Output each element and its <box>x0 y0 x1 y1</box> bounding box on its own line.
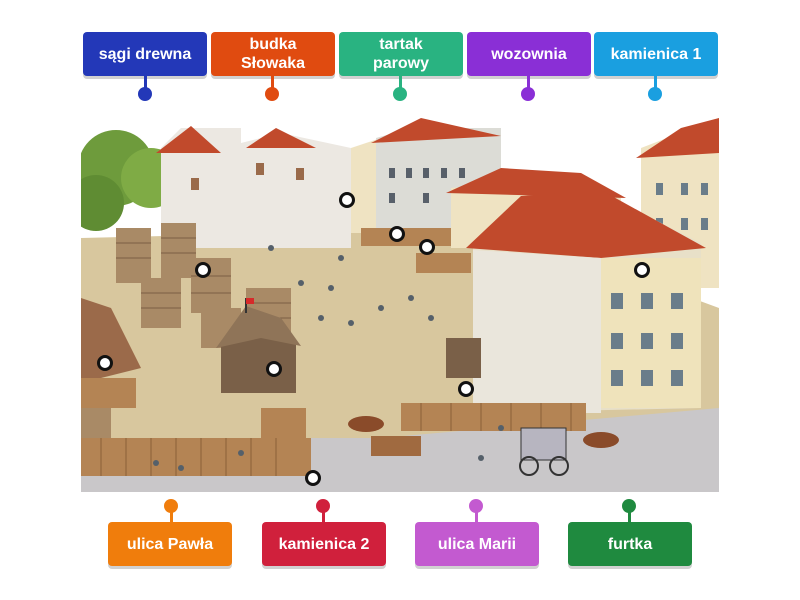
pin-line <box>170 508 173 524</box>
hotspot[interactable] <box>97 355 113 371</box>
hotspot[interactable] <box>195 262 211 278</box>
pin-dot[interactable] <box>393 87 407 101</box>
label-budka-slowaka[interactable]: budka Słowaka <box>211 32 335 76</box>
pin-dot[interactable] <box>265 87 279 101</box>
label-text: ulica Pawła <box>126 535 214 553</box>
label-text: furtka <box>607 535 653 553</box>
hotspot[interactable] <box>419 239 435 255</box>
label-wozownia[interactable]: wozownia <box>467 32 591 76</box>
pin-dot[interactable] <box>138 87 152 101</box>
pin-dot[interactable] <box>316 499 330 513</box>
pin-line <box>271 76 274 92</box>
pin-dot[interactable] <box>521 87 535 101</box>
label-kamienica-2[interactable]: kamienica 2 <box>262 522 386 566</box>
label-sagi-drewna[interactable]: sągi drewna <box>83 32 207 76</box>
pin-line <box>144 76 147 92</box>
pin-dot[interactable] <box>469 499 483 513</box>
hotspot[interactable] <box>458 381 474 397</box>
hotspot[interactable] <box>389 226 405 242</box>
label-text: sągi drewna <box>98 45 192 63</box>
label-text: ulica Marii <box>437 535 517 553</box>
label-text: kamienica 1 <box>610 45 702 63</box>
label-ulica-marii[interactable]: ulica Marii <box>415 522 539 566</box>
pin-line <box>399 76 402 92</box>
label-furtka[interactable]: furtka <box>568 522 692 566</box>
pin-dot[interactable] <box>648 87 662 101</box>
label-tartak-parowy[interactable]: tartak parowy <box>339 32 463 76</box>
hotspot[interactable] <box>305 470 321 486</box>
pin-line <box>654 76 657 92</box>
town-yard-drawing <box>81 118 719 492</box>
hotspot[interactable] <box>266 361 282 377</box>
label-ulica-pawla[interactable]: ulica Pawła <box>108 522 232 566</box>
pin-line <box>527 76 530 92</box>
pin-dot[interactable] <box>622 499 636 513</box>
hotspot[interactable] <box>339 192 355 208</box>
town-yard-illustration <box>81 108 719 492</box>
label-text: budka Słowaka <box>240 36 306 72</box>
pin-line <box>322 508 325 524</box>
label-text: kamienica 2 <box>278 535 370 553</box>
pin-line <box>628 508 631 524</box>
label-text: tartak parowy <box>372 36 429 72</box>
pin-line <box>475 508 478 524</box>
label-kamienica-1[interactable]: kamienica 1 <box>594 32 718 76</box>
hotspot[interactable] <box>634 262 650 278</box>
label-text: wozownia <box>491 45 567 63</box>
pin-dot[interactable] <box>164 499 178 513</box>
